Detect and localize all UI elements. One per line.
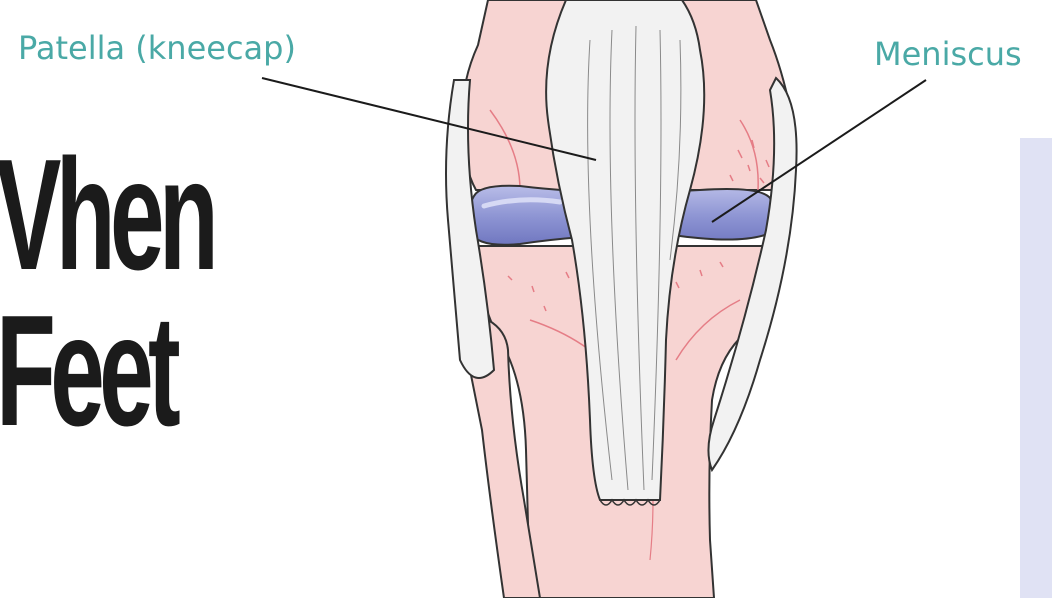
- meniscus-label: Meniscus: [874, 38, 1022, 70]
- patella-label: Patella (kneecap): [18, 32, 296, 64]
